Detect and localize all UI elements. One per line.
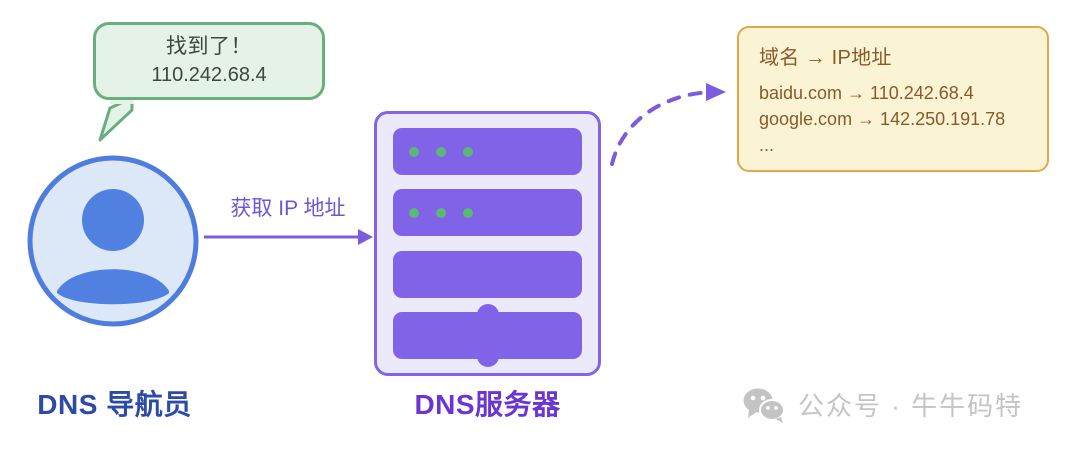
speech-bubble-line-2: 110.242.68.4 <box>151 63 267 86</box>
status-led-icon <box>463 207 473 218</box>
dns-record-ellipsis: ... <box>759 135 775 156</box>
dns-server-box <box>374 111 601 376</box>
user-avatar-icon <box>27 155 199 327</box>
watermark: 公众号 · 牛牛码特 <box>742 386 1023 423</box>
status-led-icon <box>409 207 419 218</box>
status-led-icon <box>409 146 419 157</box>
watermark-text: 公众号 · 牛牛码特 <box>798 391 1024 421</box>
dashed-curved-arrow-icon <box>610 83 726 166</box>
server-label: DNS服务器 <box>414 389 561 420</box>
status-led-icon <box>436 207 446 218</box>
status-led-icon <box>463 146 473 157</box>
server-rack <box>393 250 582 298</box>
server-rack <box>393 189 582 237</box>
dns-records-title: 域名 → IP地址 <box>759 47 892 69</box>
speech-bubble-line-1: 找到了！ <box>166 35 252 59</box>
request-arrow-label: 获取 IP 地址 <box>230 197 346 220</box>
server-rack <box>393 128 582 175</box>
server-rack <box>393 311 582 359</box>
answer-speech-bubble: 找到了！ 110.242.68.4 <box>93 22 325 100</box>
client-label: DNS 导航员 <box>37 389 192 420</box>
dns-record-row: baidu.com → 110.242.68.4 <box>759 83 974 103</box>
request-arrow-icon <box>204 229 373 245</box>
dns-records-card: 域名 → IP地址 baidu.com → 110.242.68.4 googl… <box>737 26 1049 172</box>
status-led-icon <box>436 146 446 157</box>
speech-bubble-tail-icon <box>98 96 134 142</box>
wechat-icon <box>743 388 785 423</box>
dns-record-row: google.com → 142.250.191.78 <box>759 109 1006 130</box>
